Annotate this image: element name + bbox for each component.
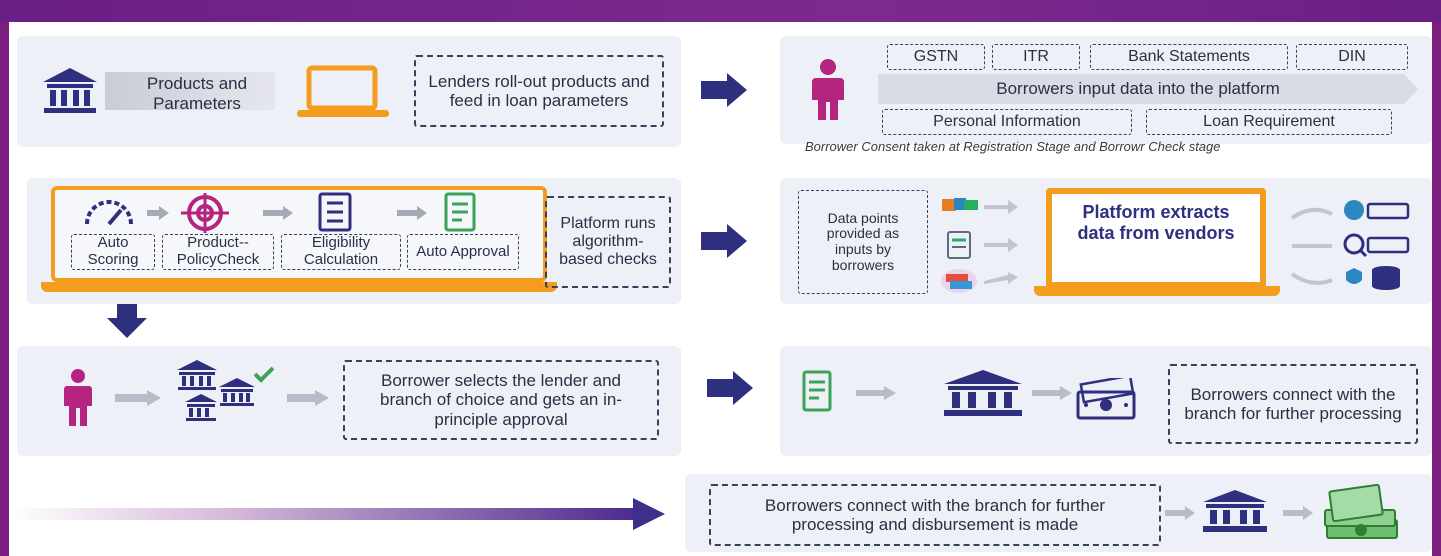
products-label-band bbox=[105, 72, 275, 110]
step-auto-approval: Auto Approval bbox=[407, 234, 519, 270]
gauge-icon bbox=[83, 198, 135, 228]
step-eligibility-calculation: Eligibility Calculation bbox=[281, 234, 401, 270]
panel-lenders-products: Products and Parameters Lenders roll-out… bbox=[17, 36, 681, 147]
platform-extracts-text: Platform extracts data from vendors bbox=[1077, 202, 1235, 243]
panel-disbursement: Borrowers connect with the branch for fu… bbox=[685, 474, 1432, 552]
panel-lender-selection: Borrower selects the lender and branch o… bbox=[17, 346, 681, 456]
arrow-gray-d bbox=[115, 390, 161, 406]
branch-connect-box: Borrowers connect with the branch for fu… bbox=[1168, 364, 1418, 444]
form-icon bbox=[946, 230, 974, 260]
arrow-gray-f bbox=[856, 386, 896, 400]
disbursement-box: Borrowers connect with the branch for fu… bbox=[709, 484, 1161, 546]
panel-platform-checks: Auto Scoring Product-- PolicyCheck Eligi… bbox=[27, 178, 681, 304]
arrow-gray-e bbox=[287, 390, 329, 406]
cash-icon bbox=[1074, 378, 1138, 422]
laptop-icon bbox=[295, 64, 391, 120]
in-arrow-b bbox=[984, 238, 1018, 252]
flow-arrow-3 bbox=[707, 371, 753, 405]
lenders-rollout-box: Lenders roll-out products and feed in lo… bbox=[414, 55, 664, 127]
long-flow-arrow bbox=[9, 494, 669, 534]
arrow-gray-g bbox=[1032, 386, 1072, 400]
in-arrow-c bbox=[984, 272, 1018, 286]
input-banner-text: Borrowers input data into the platform bbox=[996, 79, 1280, 98]
tag-loan-requirement: Loan Requirement bbox=[1146, 109, 1392, 135]
diagram-canvas: Products and Parameters Lenders roll-out… bbox=[9, 22, 1432, 556]
arrow-gray-b bbox=[263, 206, 293, 220]
person-icon-2 bbox=[61, 368, 95, 428]
panel-borrower-input: GSTN ITR Bank Statements DIN Borrowers i… bbox=[780, 36, 1432, 144]
person-icon bbox=[808, 58, 848, 122]
approval-doc-icon-2 bbox=[802, 370, 832, 412]
multi-bank-icon bbox=[175, 360, 275, 424]
panel-branch-connect: Borrowers connect with the branch for fu… bbox=[780, 346, 1432, 456]
cards-icon bbox=[940, 268, 978, 294]
vendor-laptop-screen bbox=[1046, 188, 1266, 288]
panel-vendor-extraction: Data points provided as inputs by borrow… bbox=[780, 178, 1432, 304]
bank-icon-3 bbox=[1201, 490, 1269, 534]
checklist-icon bbox=[317, 192, 353, 232]
step-product-policy-check: Product-- PolicyCheck bbox=[162, 234, 274, 270]
lender-selection-box: Borrower selects the lender and branch o… bbox=[343, 360, 659, 440]
tag-personal-information: Personal Information bbox=[882, 109, 1132, 135]
bank-icon-2 bbox=[942, 370, 1024, 418]
out-arrows bbox=[1288, 200, 1338, 290]
flow-arrow-1 bbox=[701, 73, 747, 107]
tag-gstn: GSTN bbox=[887, 44, 985, 70]
title-band bbox=[0, 0, 1441, 22]
flow-arrow-down bbox=[107, 304, 147, 338]
bank-icon bbox=[41, 66, 99, 114]
vendor-logos-icon bbox=[942, 196, 978, 214]
tag-bank-statements: Bank Statements bbox=[1090, 44, 1288, 70]
platform-laptop-base bbox=[41, 282, 557, 292]
data-points-box: Data points provided as inputs by borrow… bbox=[798, 190, 928, 294]
consent-caption: Borrower Consent taken at Registration S… bbox=[805, 139, 1221, 154]
arrow-gray-a bbox=[147, 206, 169, 220]
tag-itr: ITR bbox=[992, 44, 1080, 70]
in-arrow-a bbox=[984, 200, 1018, 214]
vendor-laptop-base bbox=[1034, 286, 1280, 296]
platform-runs-box: Platform runs algorithm-based checks bbox=[545, 196, 671, 288]
flow-arrow-2 bbox=[701, 224, 747, 258]
arrow-gray-c bbox=[397, 206, 427, 220]
tag-din: DIN bbox=[1296, 44, 1408, 70]
step-auto-scoring: Auto Scoring bbox=[71, 234, 155, 270]
approval-doc-icon bbox=[443, 192, 477, 232]
money-stack-icon bbox=[1321, 484, 1401, 542]
products-parameters-label: Products and Parameters bbox=[146, 74, 248, 113]
arrow-gray-h bbox=[1165, 506, 1195, 520]
database-search-icon bbox=[1342, 198, 1412, 294]
arrow-gray-i bbox=[1283, 506, 1313, 520]
input-banner-arrow bbox=[878, 74, 1418, 104]
target-icon bbox=[179, 192, 231, 234]
